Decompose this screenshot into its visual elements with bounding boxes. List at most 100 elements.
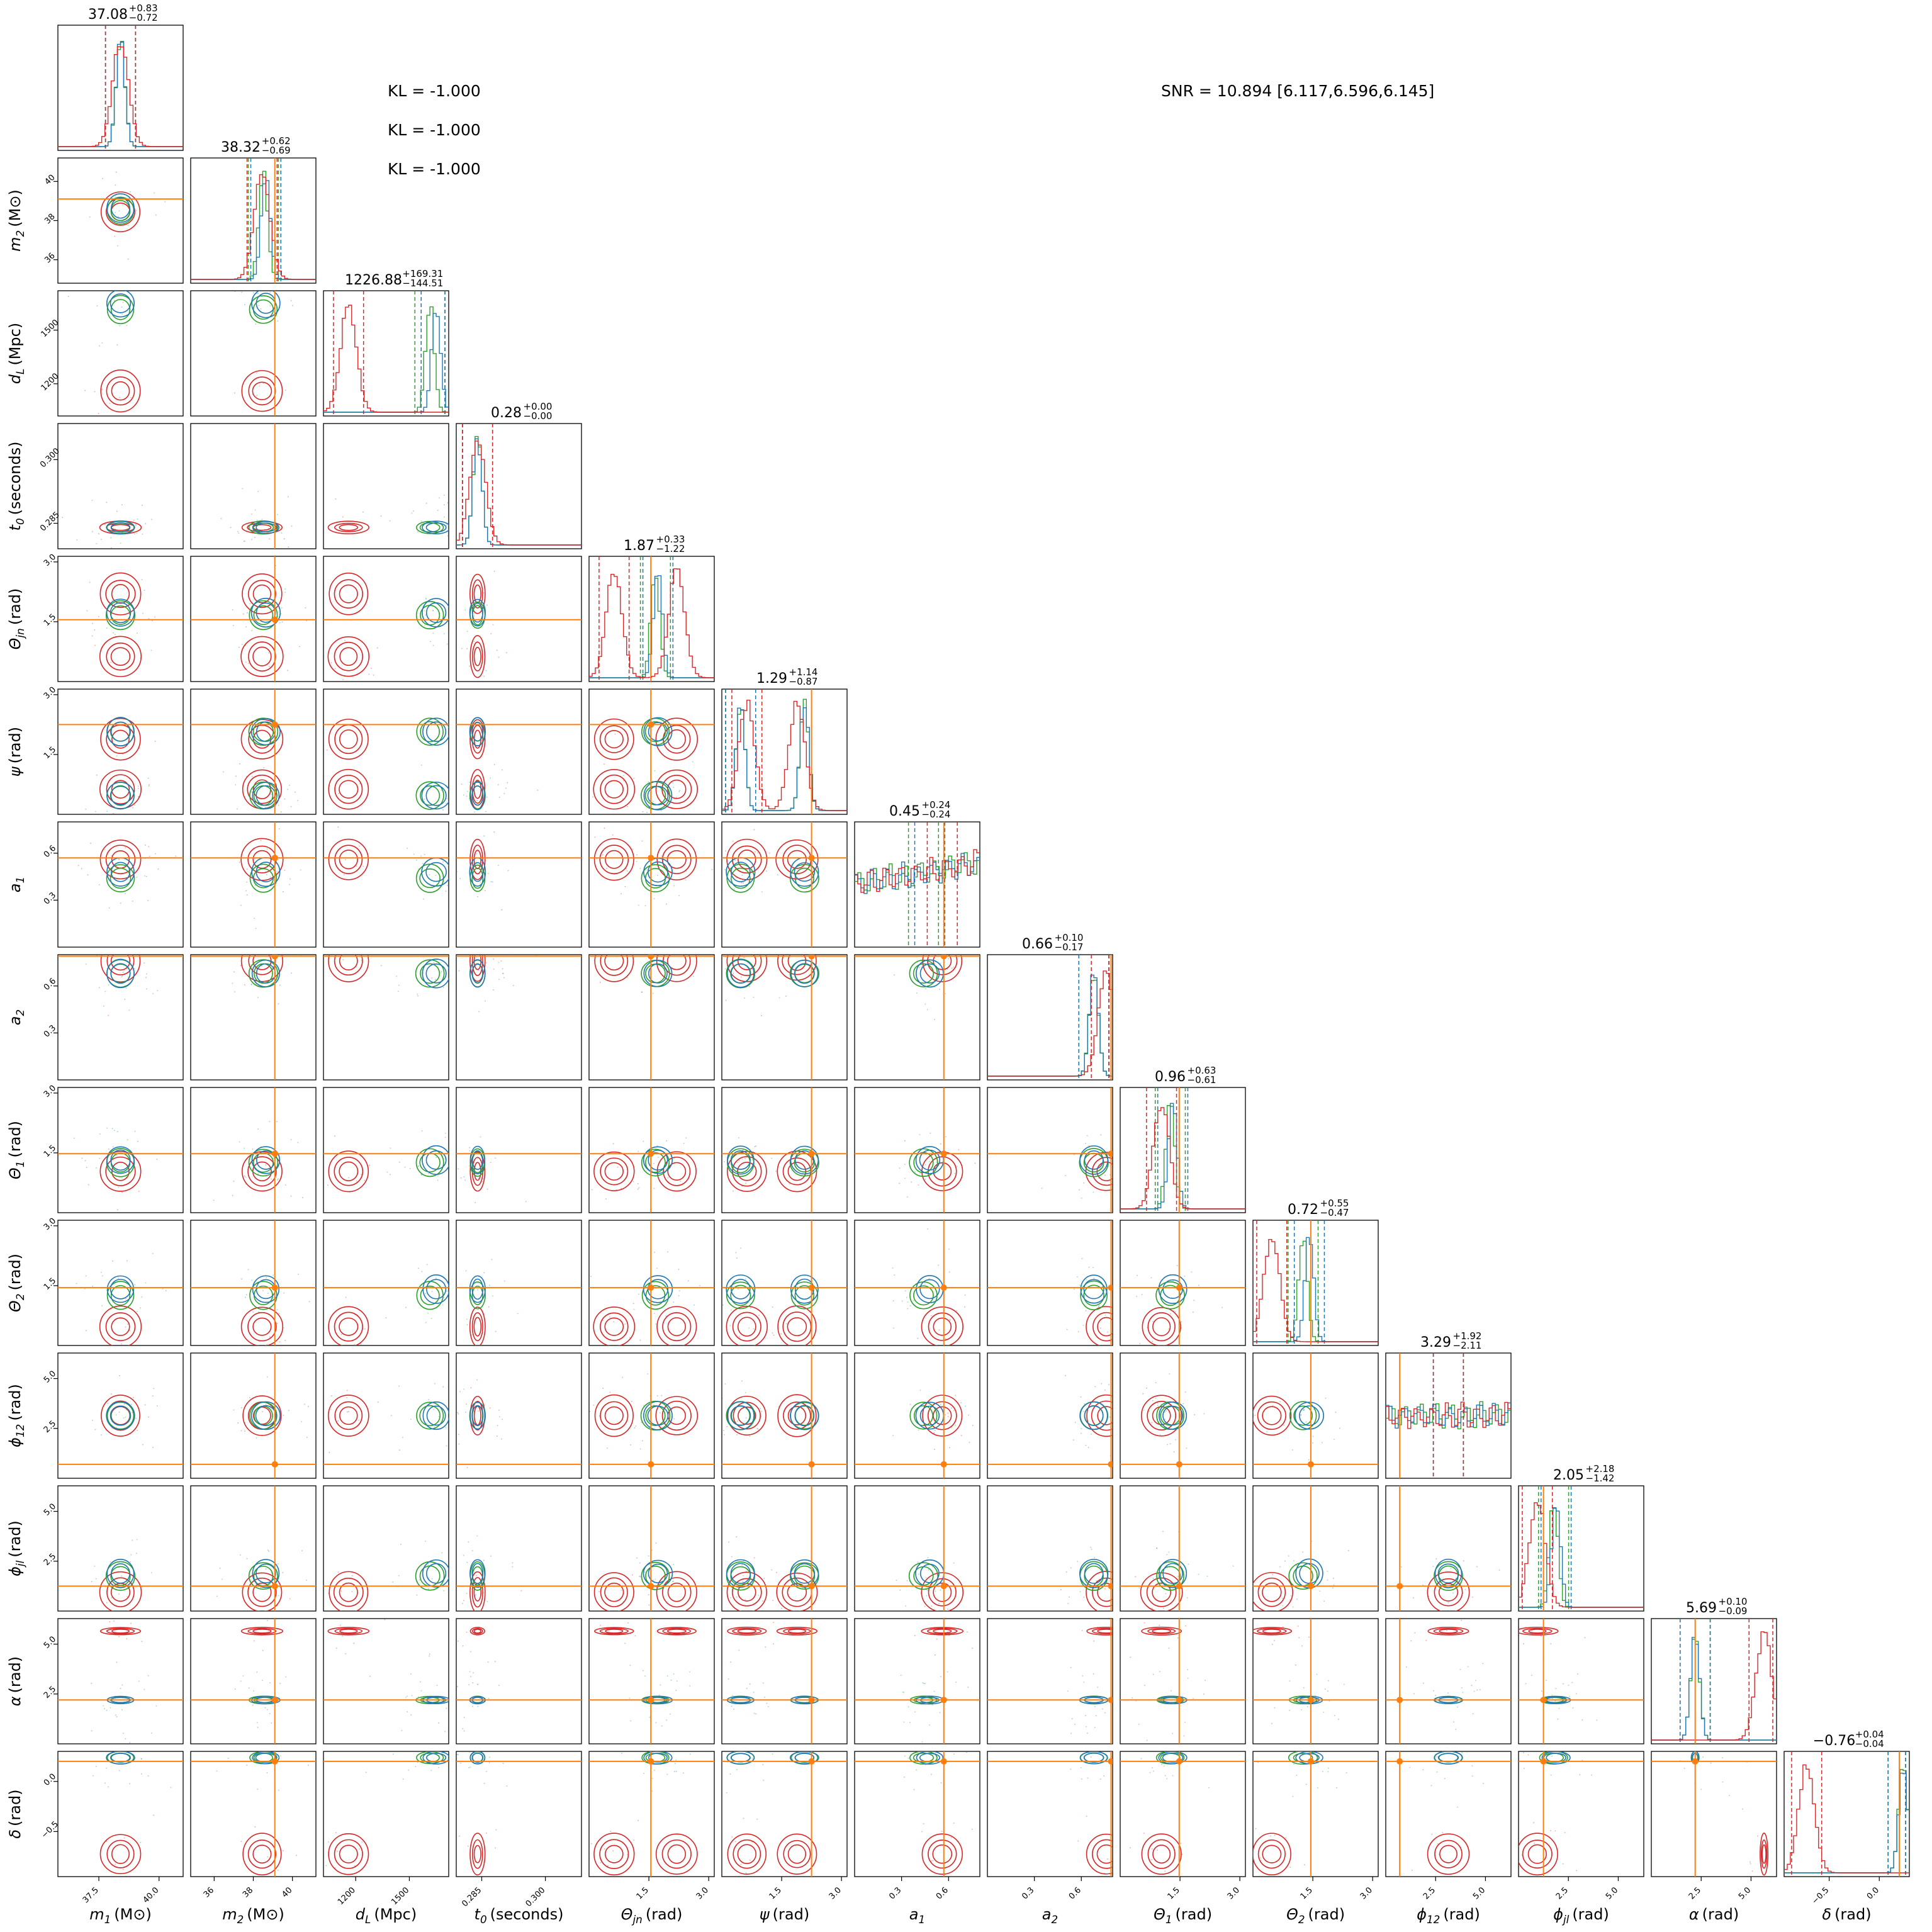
sample-dot bbox=[266, 848, 268, 850]
contour-level bbox=[422, 1559, 449, 1588]
sample-dot bbox=[1412, 1597, 1414, 1599]
sample-dot bbox=[960, 1402, 962, 1404]
contour-level bbox=[106, 774, 135, 805]
sample-dot bbox=[344, 859, 346, 861]
contour-level bbox=[933, 1162, 952, 1181]
sample-dot bbox=[470, 855, 472, 857]
contour-level bbox=[666, 850, 687, 869]
sample-dot bbox=[269, 1682, 271, 1684]
sample-dot bbox=[461, 783, 463, 785]
sample-dot bbox=[738, 1288, 739, 1290]
sample-dot bbox=[447, 884, 449, 886]
sample-dot bbox=[955, 1682, 957, 1683]
sample-dot bbox=[934, 1654, 936, 1656]
contour-panel-10-2 bbox=[323, 1352, 449, 1479]
sample-dot bbox=[661, 1725, 663, 1727]
sample-dot bbox=[929, 1578, 931, 1580]
contour-level bbox=[469, 1751, 486, 1765]
sample-dot bbox=[1086, 1726, 1087, 1727]
sample-dot bbox=[136, 632, 138, 634]
x-tick-label: 1.5 bbox=[768, 1885, 783, 1901]
sample-dot bbox=[767, 1705, 769, 1707]
sample-dot bbox=[1157, 1850, 1159, 1851]
sample-dot bbox=[466, 1631, 468, 1633]
sample-dot bbox=[654, 1578, 656, 1580]
sample-dot bbox=[260, 1587, 262, 1588]
sample-dot bbox=[653, 1770, 655, 1772]
sample-dot bbox=[1137, 1680, 1138, 1682]
contour-level bbox=[794, 862, 816, 882]
sample-dot bbox=[958, 1149, 960, 1150]
y-tick-label: 3.0 bbox=[42, 1084, 58, 1099]
sample-dot bbox=[1794, 1858, 1795, 1859]
hist-step-a bbox=[1784, 1764, 1909, 1873]
contour-level bbox=[328, 719, 369, 760]
contour-panel-8-4 bbox=[588, 1087, 715, 1213]
sample-dot bbox=[1184, 1625, 1186, 1627]
sample-dot bbox=[1140, 1758, 1142, 1760]
sample-dot bbox=[287, 670, 289, 671]
sample-dot bbox=[1151, 1422, 1153, 1424]
contour-level bbox=[471, 1285, 483, 1305]
sample-dot bbox=[497, 783, 499, 785]
histogram-6 bbox=[854, 821, 980, 948]
sample-dot bbox=[477, 1289, 479, 1291]
sample-dot bbox=[250, 984, 252, 986]
sample-dot bbox=[1525, 1683, 1527, 1685]
sample-dot bbox=[116, 755, 118, 757]
sample-dot bbox=[344, 639, 345, 641]
contour-level bbox=[110, 1279, 132, 1300]
hist-step-b bbox=[1120, 1103, 1245, 1210]
sample-dot bbox=[415, 1766, 417, 1768]
hist-title-plus: +2.18 bbox=[1586, 1463, 1615, 1474]
sample-dot bbox=[949, 1318, 951, 1320]
contour-panel-6-2 bbox=[323, 821, 449, 948]
sample-dot bbox=[953, 1822, 955, 1824]
sample-dot bbox=[149, 855, 150, 857]
sample-dot bbox=[459, 877, 461, 879]
contour-level bbox=[605, 850, 624, 869]
sample-dot bbox=[443, 1296, 445, 1298]
sample-dot bbox=[1464, 1588, 1466, 1590]
sample-dot bbox=[446, 1445, 447, 1447]
contour-level bbox=[641, 864, 670, 892]
contour-level bbox=[1162, 1753, 1184, 1763]
contour-panel-12-2 bbox=[323, 1618, 449, 1744]
sample-dot bbox=[731, 1695, 733, 1697]
sample-dot bbox=[92, 1285, 94, 1287]
truth-marker bbox=[1176, 1758, 1182, 1765]
sample-dot bbox=[443, 494, 445, 496]
sample-dot bbox=[81, 1157, 83, 1159]
sample-dot bbox=[415, 859, 417, 861]
sample-dot bbox=[342, 516, 344, 518]
sample-dot bbox=[1176, 1265, 1178, 1267]
sample-dot bbox=[1576, 1673, 1578, 1675]
sample-dot bbox=[948, 1271, 950, 1273]
contour-level bbox=[726, 958, 756, 989]
sample-dot bbox=[126, 924, 128, 926]
contour-level bbox=[471, 867, 484, 889]
sample-dot bbox=[1165, 1410, 1167, 1412]
sample-dot bbox=[488, 1756, 490, 1758]
sample-dot bbox=[257, 293, 259, 295]
contour-level bbox=[727, 1833, 767, 1875]
sample-dot bbox=[233, 1409, 235, 1411]
truth-marker bbox=[1108, 1284, 1113, 1291]
contour-level bbox=[648, 963, 668, 984]
sample-dot bbox=[1683, 1767, 1685, 1769]
sample-dot bbox=[442, 987, 444, 989]
contour-level bbox=[1096, 1844, 1113, 1864]
sample-dot bbox=[1070, 1768, 1072, 1770]
sample-dot bbox=[918, 967, 920, 969]
contour-panel-11-7 bbox=[987, 1485, 1113, 1612]
sample-dot bbox=[276, 1121, 278, 1123]
sample-dot bbox=[904, 1755, 906, 1757]
sample-dot bbox=[1409, 1766, 1411, 1768]
sample-dot bbox=[1298, 1637, 1300, 1639]
sample-dot bbox=[340, 1590, 342, 1592]
sample-dot bbox=[1159, 1434, 1161, 1435]
sample-dot bbox=[903, 1721, 905, 1723]
contour-level bbox=[111, 729, 130, 749]
contour-panel-6-0 bbox=[57, 821, 184, 948]
